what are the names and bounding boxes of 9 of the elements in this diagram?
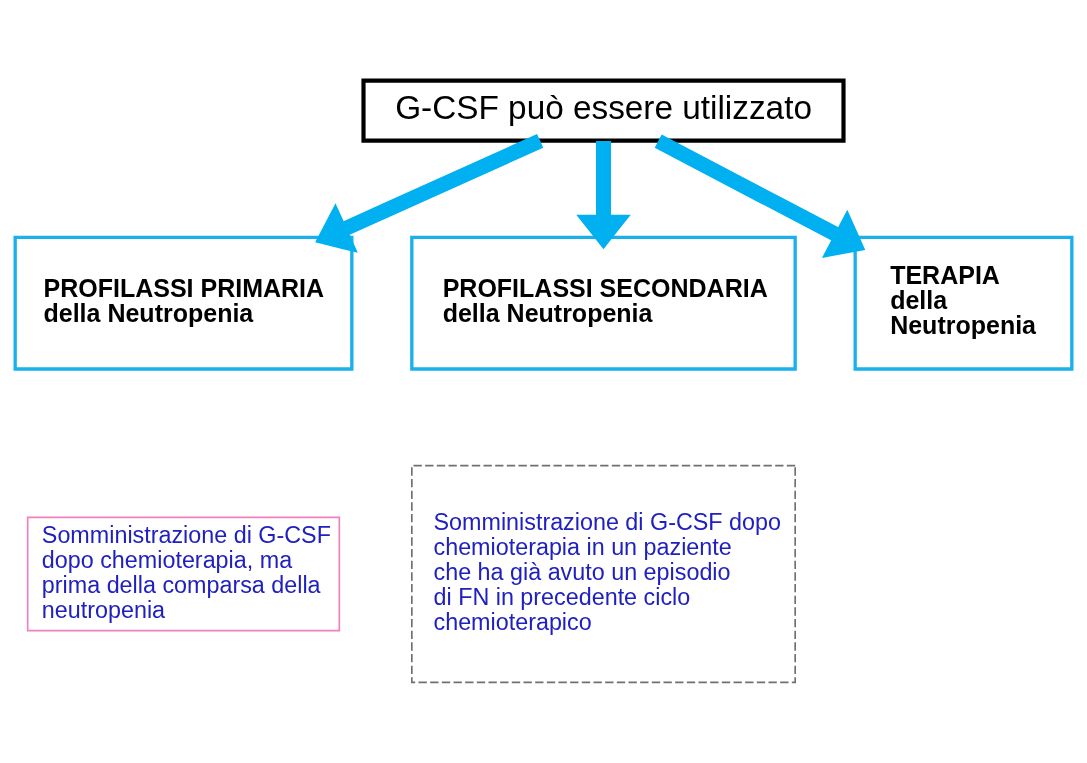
arrow (576, 141, 631, 250)
arrow (315, 134, 544, 253)
node-box: Somministrazione di G-CSF dopo chemioterapia, ma prima della comparsa della neutropenia (26, 516, 341, 632)
node-box: PROFILASSI SECONDARIA della Neutropenia (410, 235, 797, 371)
node-box: G-CSF può essere utilizzato (361, 78, 846, 143)
node-box: Somministrazione di G-CSF dopo chemioterapia in un paziente che ha già avuto un episodio di FN in precedente ciclo chemioterapico (411, 464, 796, 684)
arrow (654, 134, 866, 258)
node-box: TERAPIA della Neutropenia (853, 235, 1074, 371)
node-box: PROFILASSI PRIMARIA della Neutropenia (13, 235, 354, 371)
